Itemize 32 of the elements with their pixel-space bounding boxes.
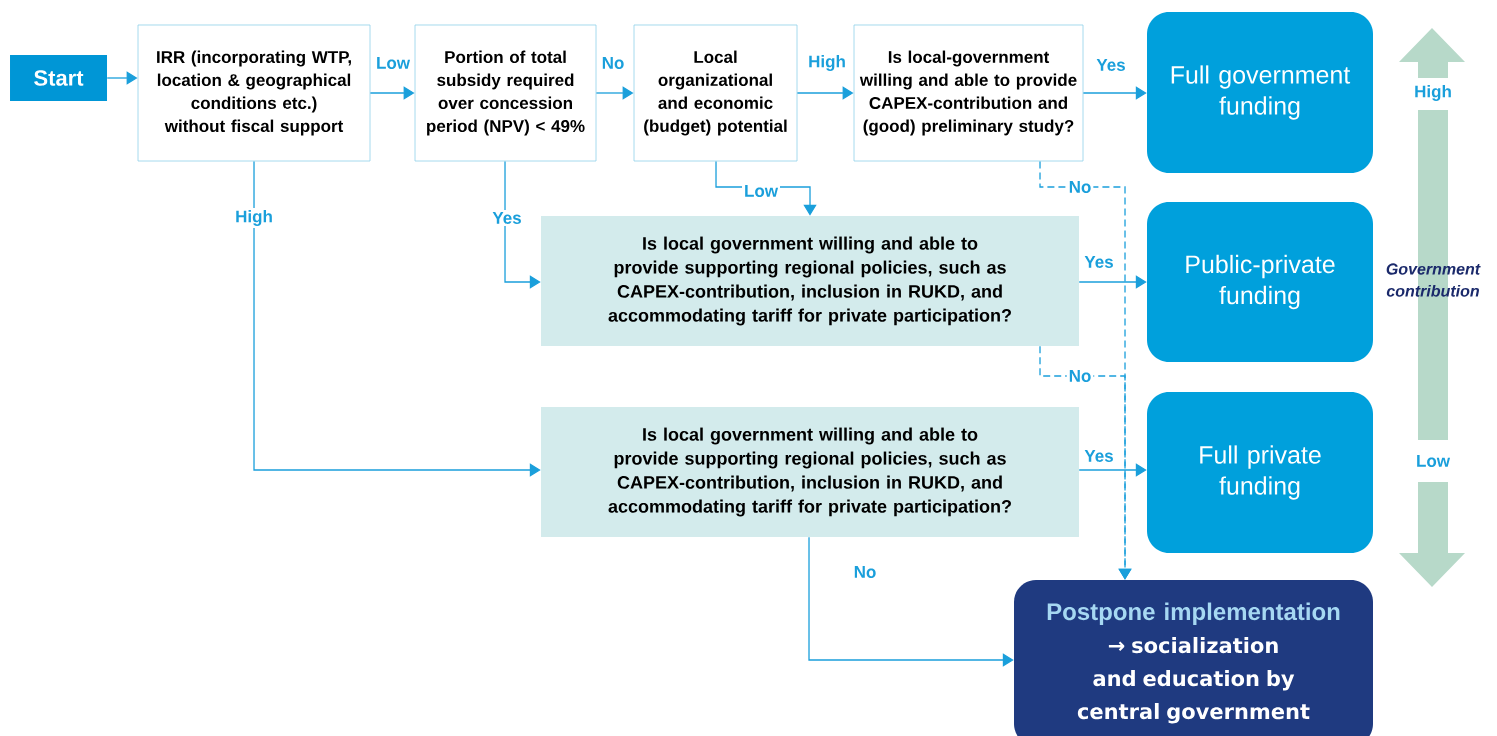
edge-label: Yes	[1082, 448, 1116, 464]
arrow	[1078, 275, 1147, 289]
edge-label: No	[599, 55, 627, 71]
process-box: Local organizational and economic (budget) potential	[633, 24, 798, 162]
outcome-box: Postpone implementation → socialization and education by central government	[1014, 580, 1373, 736]
edge-label: Yes	[1082, 254, 1116, 270]
edge-label: High	[806, 53, 848, 73]
start-box: Start	[10, 55, 107, 101]
edge-label: High	[233, 208, 275, 228]
edge-label: Yes	[490, 210, 524, 226]
process-box: Portion of total subsidy required over concession period (NPV) < 49%	[414, 24, 597, 162]
edge-label: Yes	[1094, 57, 1128, 73]
arrow	[1082, 86, 1147, 100]
arrow	[1039, 345, 1132, 580]
edge-label: Low	[742, 183, 780, 199]
arrow	[1078, 463, 1147, 477]
edge-label: Low	[374, 55, 412, 71]
edge-label: No	[851, 564, 879, 580]
process-box: Is local-government willing and able to provide CAPEX-contribution and (good) preliminary study?	[853, 24, 1084, 162]
decision-box: Is local government willing and able to provide supporting regional policies, such as CAPEX-contribution, inclusion in RUKD, and accommodating tariff for private participation?	[541, 407, 1079, 537]
arrow	[253, 160, 541, 477]
outcome-box: Public-private funding	[1147, 202, 1373, 362]
edge-label: No	[1066, 179, 1094, 195]
edge-label: No	[1066, 368, 1094, 384]
process-box: IRR (incorporating WTP, location & geographical conditions etc.) without fiscal support	[137, 24, 371, 162]
outcome-box: Full private funding	[1147, 392, 1373, 553]
scale-label: High	[1415, 85, 1451, 101]
outcome-box: Full government funding	[1147, 12, 1373, 173]
decision-box: Is local government willing and able to provide supporting regional policies, such as CAPEX-contribution, inclusion in RUKD, and accommodating tariff for private participation?	[541, 216, 1079, 346]
scale-label: Low	[1417, 455, 1451, 467]
arrow	[808, 536, 1014, 667]
arrow	[504, 160, 541, 289]
